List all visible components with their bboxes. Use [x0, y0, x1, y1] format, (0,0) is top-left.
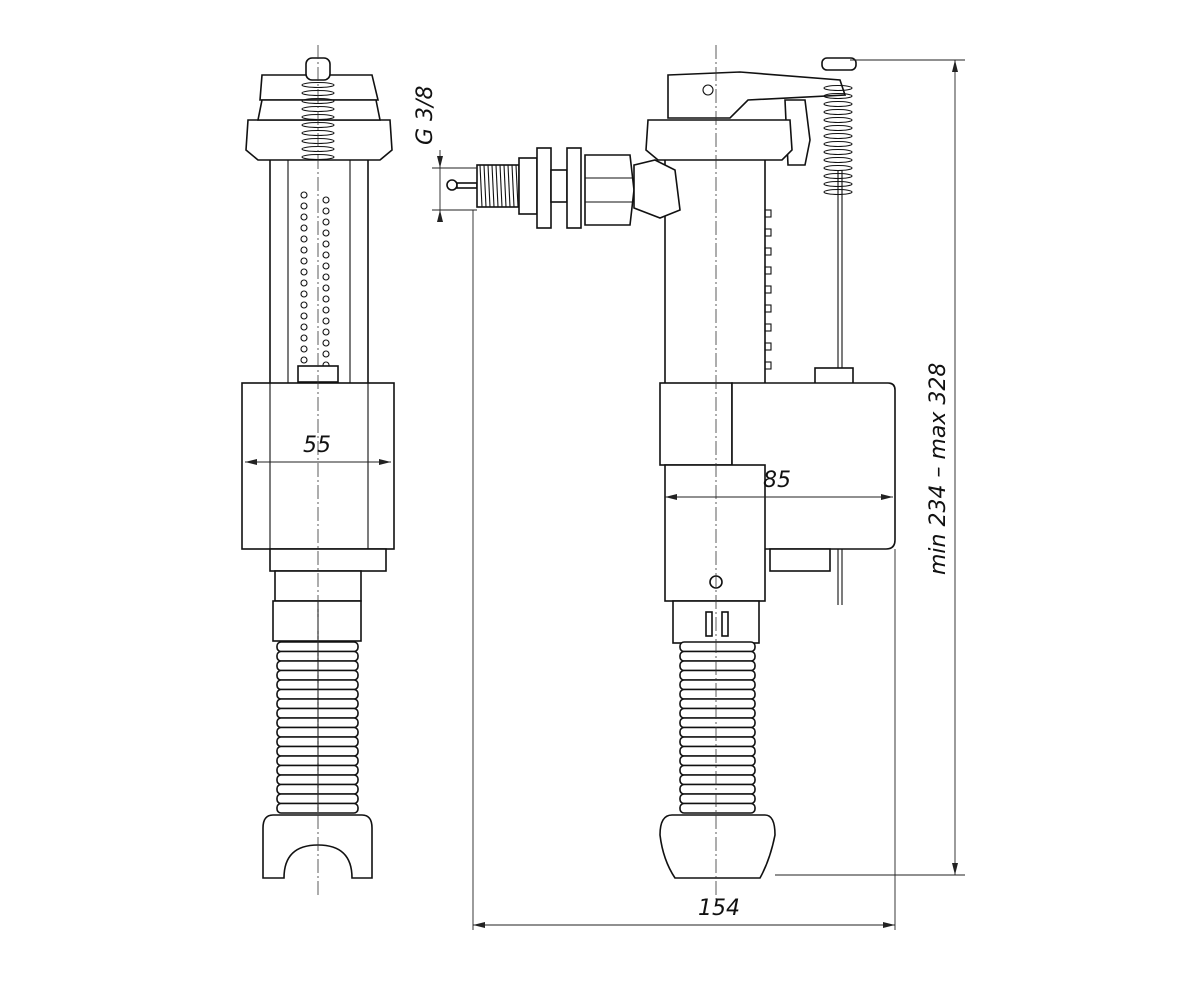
- valve-body-tube-side: [664, 157, 766, 385]
- hose-rib: [679, 755, 756, 767]
- washer: [536, 147, 552, 229]
- hose-rib: [679, 717, 756, 729]
- spring-coil: [823, 156, 853, 164]
- hose-rib: [679, 736, 756, 748]
- dim-label-55: 55: [303, 433, 331, 458]
- hex-nut: [584, 154, 635, 226]
- lower-collar: [272, 600, 362, 642]
- front-view: [241, 45, 395, 895]
- hose-rib: [679, 688, 756, 700]
- thread-label: G 3/8: [413, 86, 438, 145]
- dim-label-height: min 234 – max 328: [926, 363, 951, 575]
- hose-rib: [679, 707, 756, 719]
- cap-nut-side: [645, 119, 793, 161]
- hose-rib: [679, 783, 756, 795]
- valve-body-tube: [269, 157, 369, 385]
- spring-coil: [823, 116, 853, 124]
- spring-coil: [823, 148, 853, 156]
- dimensions: 55 85 154 min 234 – max 328 G 3/8: [245, 59, 965, 930]
- spring-coil: [823, 108, 853, 116]
- hose-rib: [679, 698, 756, 710]
- hose-rib: [679, 802, 756, 814]
- spring-coil: [823, 124, 853, 132]
- lever-arm: [667, 71, 847, 119]
- side-view: [446, 45, 896, 900]
- spring-coil: [823, 140, 853, 148]
- spring-coil: [823, 92, 853, 100]
- hose-rib: [679, 764, 756, 776]
- spring-coil: [823, 100, 853, 108]
- filter-foot: [262, 814, 373, 879]
- dim-label-85: 85: [763, 468, 791, 493]
- dim-label-154: 154: [698, 896, 740, 921]
- spring-coil: [301, 81, 335, 89]
- hose-rib: [679, 745, 756, 757]
- cap-nut: [245, 119, 393, 161]
- spring-coil: [823, 164, 853, 172]
- hose-rib: [679, 793, 756, 805]
- hose-rib: [679, 641, 756, 653]
- filter-foot-side: [659, 814, 776, 879]
- hose-rib: [679, 660, 756, 672]
- spring-coil: [823, 132, 853, 140]
- hose-rib: [679, 679, 756, 691]
- hose-rib: [679, 669, 756, 681]
- hose-rib: [679, 650, 756, 662]
- hose-rib: [679, 774, 756, 786]
- spring-coil: [823, 84, 853, 92]
- hose-rib: [679, 726, 756, 738]
